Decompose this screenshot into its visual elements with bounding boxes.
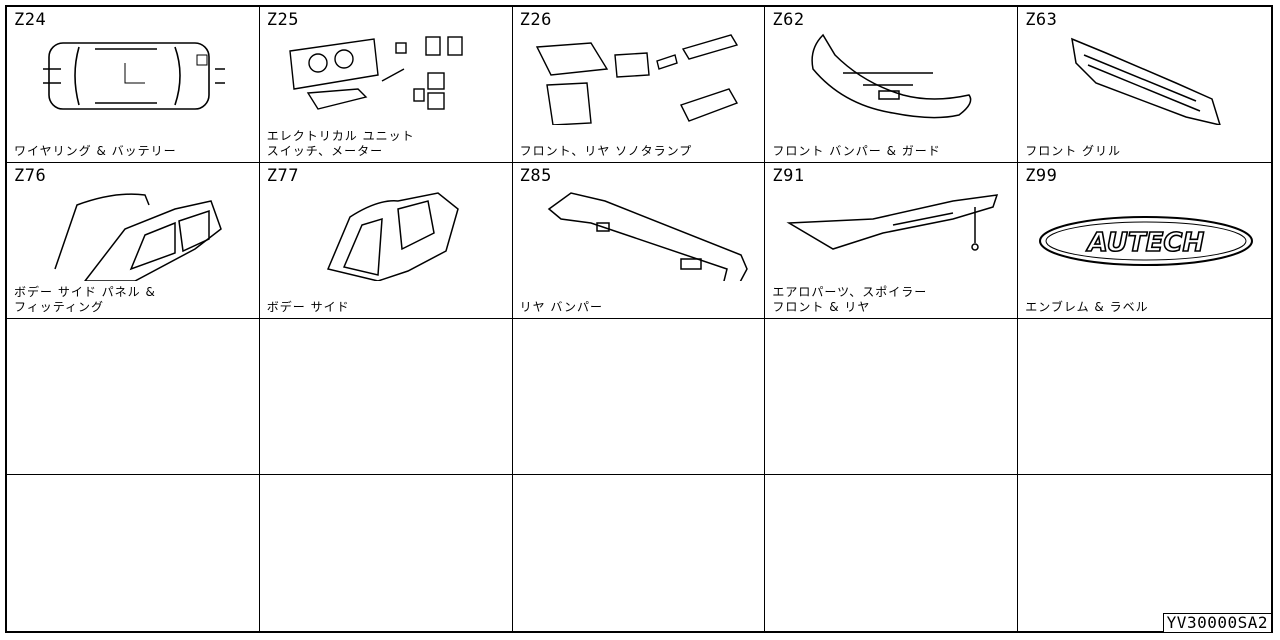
meter-switch-icon	[278, 33, 498, 125]
empty-cell	[7, 319, 260, 475]
catalog-reference-code: YV30000SA2	[1162, 613, 1272, 633]
part-code: Z24	[14, 10, 47, 30]
front-grille-icon	[1036, 33, 1256, 127]
part-cell-z76[interactable]: Z76 ボデー サイド パネル & フィッティング	[7, 163, 260, 319]
part-code: Z63	[1025, 10, 1058, 30]
empty-cell	[765, 319, 1019, 475]
part-label: フロント バンパー & ガード	[772, 144, 941, 158]
part-label: フロント、リヤ ソノタランプ	[519, 144, 693, 158]
part-code: Z62	[772, 10, 805, 30]
part-code: Z99	[1025, 166, 1058, 186]
part-label: ワイヤリング & バッテリー	[14, 144, 177, 158]
part-cell-z25[interactable]: Z25 エレクトリカル ユニット スイッチ、メーター	[259, 7, 513, 163]
empty-cell	[1018, 319, 1271, 475]
part-label: フロント グリル	[1025, 144, 1122, 158]
emblem-text: AUTECH	[1086, 228, 1205, 258]
part-cell-z77[interactable]: Z77 ボデー サイド	[259, 163, 513, 319]
car-wiring-icon	[25, 33, 245, 125]
part-label: エンブレム & ラベル	[1025, 300, 1149, 314]
part-cell-z99[interactable]: Z99 AUTECH エンブレム & ラベル	[1018, 163, 1271, 319]
empty-cell	[765, 475, 1019, 631]
part-label: エレクトリカル ユニット スイッチ、メーター	[266, 129, 415, 158]
part-code: Z77	[266, 166, 300, 186]
lamp-icon	[531, 33, 751, 126]
part-label: リヤ バンパー	[519, 300, 604, 314]
part-cell-z26[interactable]: Z26 フロント、リヤ ソノタランプ	[512, 7, 766, 163]
rear-bumper-icon	[531, 189, 751, 301]
empty-cell	[7, 475, 260, 631]
parts-index-grid: Z24 ワイヤリング & バッテリー Z25	[5, 5, 1273, 633]
part-cell-z63[interactable]: Z63 フロント グリル	[1018, 7, 1271, 163]
part-code: Z25	[266, 10, 300, 30]
empty-cell	[259, 319, 513, 475]
part-code: Z76	[14, 166, 47, 186]
front-bumper-icon	[783, 33, 1003, 125]
emblem-icon: AUTECH	[1036, 189, 1256, 281]
empty-cell	[513, 475, 766, 631]
empty-cell	[260, 475, 513, 631]
part-code: Z85	[519, 166, 552, 186]
spoiler-icon	[783, 189, 1003, 281]
body-side-panel-icon	[25, 189, 245, 282]
body-side-icon	[278, 189, 498, 282]
part-cell-z85[interactable]: Z85 リヤ バンパー	[512, 163, 766, 319]
part-cell-z24[interactable]: Z24 ワイヤリング & バッテリー	[7, 7, 260, 163]
empty-cell	[1018, 475, 1271, 631]
part-cell-z91[interactable]: Z91 エアロパーツ、スポイラー フロント & リヤ	[765, 163, 1019, 319]
part-label: エアロパーツ、スポイラー フロント & リヤ	[772, 285, 928, 314]
part-cell-z62[interactable]: Z62 フロント バンパー & ガード	[765, 7, 1019, 163]
empty-cell	[512, 319, 766, 475]
part-label: ボデー サイド パネル & フィッティング	[14, 285, 156, 314]
part-code: Z26	[519, 10, 552, 30]
part-label: ボデー サイド	[266, 300, 350, 314]
part-code: Z91	[772, 166, 805, 186]
